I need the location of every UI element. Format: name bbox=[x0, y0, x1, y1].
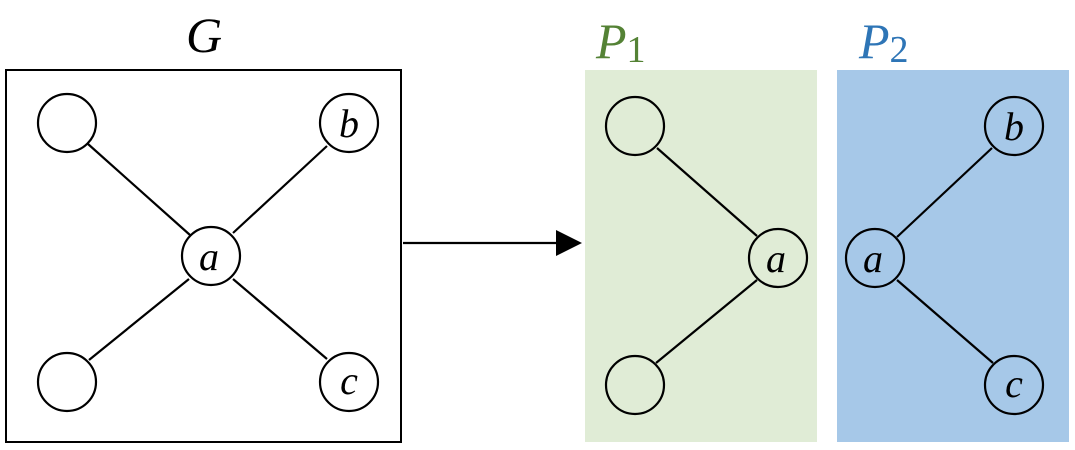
node-a bbox=[747, 227, 809, 289]
panel-g: G b a c bbox=[5, 7, 402, 443]
panel-p1-title-main: P bbox=[595, 13, 627, 69]
node-a bbox=[180, 225, 242, 287]
edge-bl-a bbox=[655, 279, 758, 364]
node-b-label: b bbox=[339, 101, 359, 146]
panel-g-title: G bbox=[186, 7, 222, 63]
node-c-label: c bbox=[340, 358, 358, 403]
panel-p2-title-subscript: 2 bbox=[890, 29, 909, 71]
panel-g-frame bbox=[5, 69, 402, 443]
panel-p1-background bbox=[585, 70, 817, 442]
node-b bbox=[318, 92, 380, 154]
edge-tl-a bbox=[87, 143, 191, 236]
panel-p2-title-main: P bbox=[858, 13, 890, 69]
node-c bbox=[318, 351, 380, 413]
edge-c-a bbox=[896, 279, 994, 364]
node-a-label: a bbox=[199, 234, 219, 279]
node-unlabeled-top-left bbox=[36, 92, 98, 154]
edge-tl-a bbox=[656, 147, 758, 237]
edge-bl-a bbox=[88, 278, 190, 361]
panel-p2-title: P2 bbox=[858, 13, 909, 71]
panel-p2-background bbox=[837, 70, 1069, 442]
node-a-label: a bbox=[766, 236, 786, 281]
panel-p2: P2 b a c bbox=[837, 13, 1069, 442]
panel-p1: P1 a bbox=[585, 13, 817, 442]
edge-b-a bbox=[896, 147, 993, 238]
node-b bbox=[983, 95, 1045, 157]
edge-b-a bbox=[232, 145, 328, 234]
node-a bbox=[844, 227, 906, 289]
mapping-arrow bbox=[403, 230, 582, 256]
node-a-label: a bbox=[863, 236, 883, 281]
node-unlabeled-bottom-left bbox=[36, 351, 98, 413]
node-unlabeled-top bbox=[604, 95, 666, 157]
edge-c-a bbox=[232, 278, 328, 360]
node-c-label: c bbox=[1005, 361, 1023, 406]
panel-p1-title-subscript: 1 bbox=[627, 29, 646, 71]
node-b-label: b bbox=[1004, 104, 1024, 149]
panel-p1-title: P1 bbox=[595, 13, 646, 71]
node-c bbox=[983, 354, 1045, 416]
arrow-head-icon bbox=[556, 230, 582, 256]
node-unlabeled-bottom bbox=[604, 354, 666, 416]
